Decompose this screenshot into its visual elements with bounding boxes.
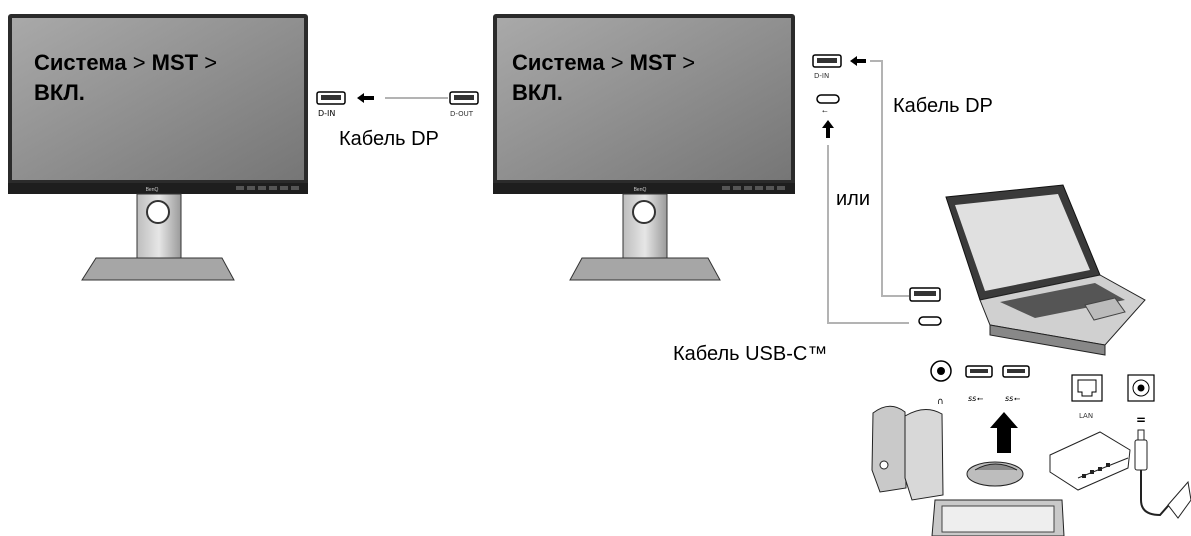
laptop-usbc-port-icon xyxy=(918,316,942,326)
headphones-icon: ∩ xyxy=(937,397,944,407)
router-icon xyxy=(1049,431,1131,491)
osd-system-label: Система xyxy=(34,50,127,75)
monitor-right-osd-text: Система > MST > ВКЛ. xyxy=(512,48,695,108)
osd-separator: > xyxy=(676,50,696,75)
monitor-right-ports: D-IN ⭠ xyxy=(812,54,942,326)
monitor-left-cable-hole xyxy=(146,200,170,224)
monitor-left-screen xyxy=(12,18,304,180)
dp-link-monitors: D-IN D-OUT xyxy=(316,91,479,118)
laptop-ports-row: ∩ ss⭠ ss⭠ LAN = xyxy=(930,360,1155,427)
dp-in-port-label: D-IN xyxy=(318,109,335,118)
arrow-left-icon-2 xyxy=(850,56,866,66)
speaker-left xyxy=(871,405,907,493)
monitor-left-osd-text: Система > MST > ВКЛ. xyxy=(34,48,217,108)
dp-out-port-label: D-OUT xyxy=(450,110,474,118)
osd-separator: > xyxy=(198,50,218,75)
laptop-display xyxy=(955,194,1090,291)
monitor-left: BenQ xyxy=(8,14,308,281)
usb-ss-icon-1: ss⭠ xyxy=(968,394,983,403)
arrow-up-peripherals-icon xyxy=(990,412,1018,453)
dp-cable-label-monitors: Кабель DP xyxy=(339,128,439,150)
or-label: или xyxy=(836,188,871,210)
laptop-keyboard xyxy=(1000,283,1125,318)
lan-port-icon xyxy=(1071,374,1103,402)
osd-on-label: ВКЛ. xyxy=(512,80,563,105)
monitor-left-chin xyxy=(8,183,308,194)
dp-in-port-label-2: D-IN xyxy=(814,72,829,80)
osd-system-label: Система xyxy=(512,50,605,75)
mouse-icon xyxy=(966,461,1024,487)
monitor-right-logo: BenQ xyxy=(634,187,647,193)
power-adapter-icon xyxy=(1134,429,1191,519)
osd-separator: > xyxy=(126,50,152,75)
monitor-right-base xyxy=(569,257,721,281)
laptop xyxy=(945,184,1146,356)
monitor-right-chin xyxy=(493,183,795,194)
monitor-right-cable-hole xyxy=(632,200,656,224)
monitor-right: BenQ xyxy=(493,14,795,281)
osd-mst-label: MST xyxy=(629,50,677,75)
dp-cable-label-laptop: Кабель DP xyxy=(893,95,993,117)
monitor-right-screen xyxy=(497,18,791,180)
monitor-left-buttons xyxy=(236,186,299,190)
usbc-cable-to-laptop xyxy=(827,145,909,324)
arrow-up-icon xyxy=(822,120,834,138)
usbc-port-icon xyxy=(816,94,840,104)
usbc-cable-label: Кабель USB-C™ xyxy=(673,343,828,365)
usb-ss-icon-2: ss⭠ xyxy=(1005,394,1020,403)
dp-cable-to-laptop xyxy=(870,60,909,297)
lan-port-label: LAN xyxy=(1079,412,1093,420)
monitor-right-buttons xyxy=(722,186,785,190)
speakers xyxy=(871,405,944,501)
osd-separator: > xyxy=(604,50,630,75)
monitor-left-base xyxy=(81,257,235,281)
keyboard-icon xyxy=(931,499,1065,536)
osd-mst-label: MST xyxy=(151,50,199,75)
monitor-left-logo: BenQ xyxy=(146,187,159,193)
arrow-left-icon xyxy=(357,93,374,103)
laptop-touchpad xyxy=(1084,297,1126,321)
dc-power-label: = xyxy=(1136,413,1146,427)
osd-on-label: ВКЛ. xyxy=(34,80,85,105)
usb-symbol-icon: ⭠ xyxy=(822,107,828,115)
speaker-right xyxy=(904,409,944,501)
